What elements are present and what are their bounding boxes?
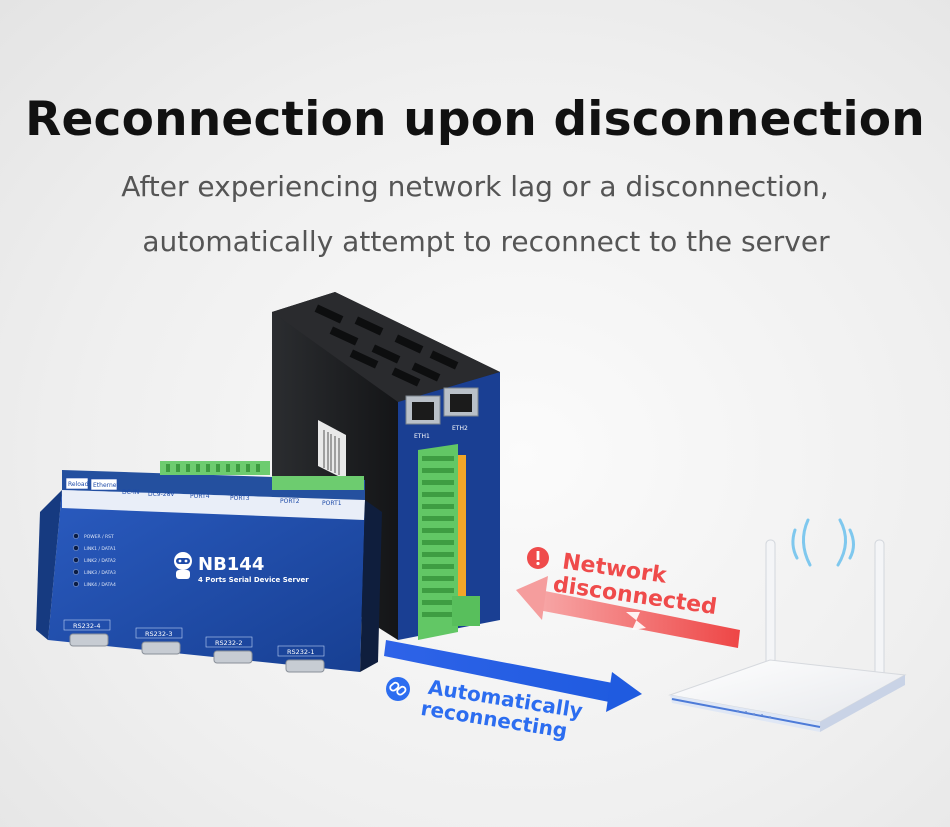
warning-badge [527, 547, 549, 569]
led-label-2: LINK2 / DATA2 [84, 558, 116, 564]
port-label-rs232-4: RS232-4 [73, 622, 101, 630]
reconnecting-arrow [384, 640, 642, 712]
nb144-device: Reload Ethernet DC-IN DC9-28V PORT4 PORT… [36, 461, 382, 673]
subtitle-line-2: automatically attempt to reconnect to th… [142, 225, 830, 258]
port-label-rs232-2: RS232-2 [215, 639, 243, 647]
subtitle-line-1: After experiencing network lag or a disc… [121, 170, 829, 203]
page-title: Reconnection upon disconnection [25, 92, 925, 147]
port3-terminal-label: PORT3 [230, 495, 250, 502]
din-rail-device: ETH1 ETH2 [272, 292, 500, 640]
led-label-1: LINK1 / DATA1 [84, 546, 116, 552]
port-label-rs232-3: RS232-3 [145, 630, 173, 638]
wifi-signal-icon [791, 518, 855, 567]
led-label-power: POWER / RST [84, 534, 114, 540]
link-badge [386, 677, 410, 701]
port2-terminal-label: PORT2 [280, 498, 300, 505]
port4-terminal-label: PORT4 [190, 493, 210, 500]
dc-in-label: DC-IN [122, 489, 139, 496]
model-name: NB144 [198, 554, 264, 575]
port-label-rs232-1: RS232-1 [287, 648, 315, 656]
eth2-label: ETH2 [452, 425, 468, 432]
led-indicators: POWER / RST LINK1 / DATA1 LINK2 / DATA2 … [73, 533, 116, 588]
disconnected-arrow [516, 576, 740, 648]
model-description: 4 Ports Serial Device Server [198, 576, 309, 584]
led-label-3: LINK3 / DATA3 [84, 570, 116, 576]
eth1-label: ETH1 [414, 433, 430, 440]
port1-terminal-label: PORT1 [322, 500, 342, 507]
ethernet-button-label: Ethernet [93, 482, 119, 489]
robot-logo-icon [174, 552, 192, 579]
dc-range-label: DC9-28V [148, 491, 175, 498]
wifi-router [668, 518, 907, 732]
led-label-4: LINK4 / DATA4 [84, 582, 116, 588]
reload-button-label: Reload [68, 481, 89, 488]
